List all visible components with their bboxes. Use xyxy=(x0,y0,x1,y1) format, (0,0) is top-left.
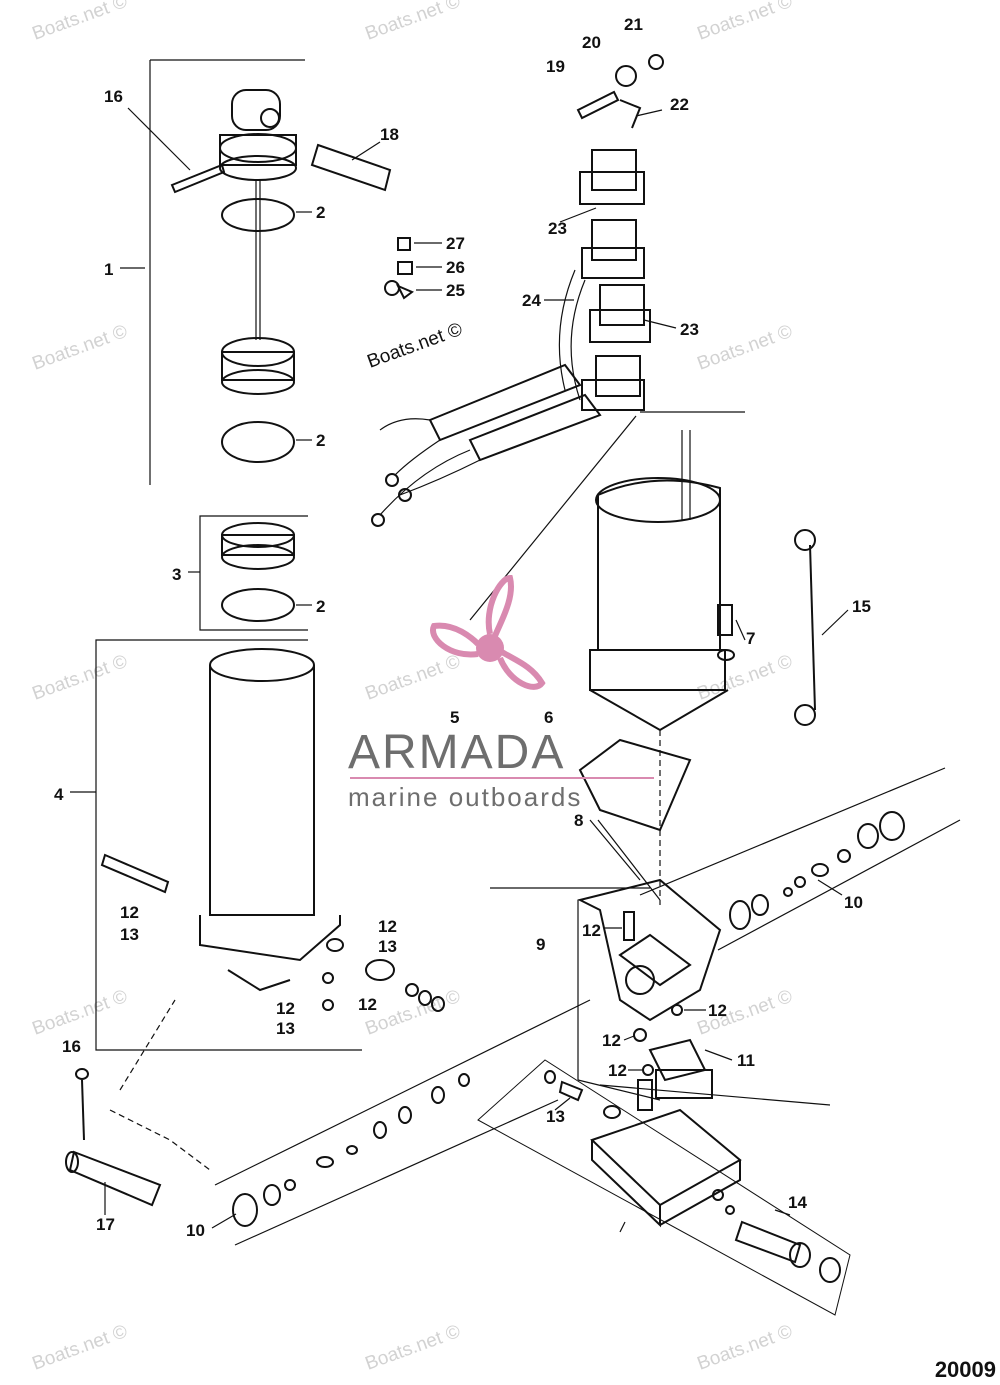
callout-label: 14 xyxy=(788,1193,807,1212)
callout-label: 12 xyxy=(276,999,295,1018)
logo-brand: ARMADA xyxy=(348,726,565,779)
callout-label: 12 xyxy=(608,1061,627,1080)
watermark: Boats.net © xyxy=(363,1321,464,1375)
solenoid-harness xyxy=(371,54,745,621)
watermark: Boats.net © xyxy=(30,986,131,1040)
callout-label: 18 xyxy=(380,125,399,144)
callout-label: 17 xyxy=(96,1215,115,1234)
valve-assembly-lower xyxy=(211,999,591,1246)
cylinder-body xyxy=(70,639,445,1051)
callout-label: 5 xyxy=(450,708,459,727)
callout-label: 1 xyxy=(104,260,113,279)
callout-label: 12 xyxy=(708,1001,727,1020)
watermark: Boats.net © xyxy=(695,0,796,45)
callout-label: 22 xyxy=(670,95,689,114)
pump-motor xyxy=(578,430,849,905)
propeller-icon xyxy=(430,574,546,690)
watermarks: Boats.net © Boats.net © Boats.net © Boat… xyxy=(30,0,796,1375)
callout-label: 10 xyxy=(186,1221,205,1240)
callout-labels: 1 2 2 3 2 4 5 6 7 8 9 10 10 11 12 13 12 … xyxy=(54,15,871,1240)
callout-label: 25 xyxy=(446,281,465,300)
piston-kit xyxy=(188,515,312,631)
callout-label: 13 xyxy=(276,1019,295,1038)
watermark: Boats.net © xyxy=(363,986,464,1040)
callout-label: 24 xyxy=(522,291,541,310)
watermark: Boats.net © xyxy=(363,651,464,705)
callout-label: 16 xyxy=(62,1037,81,1056)
callout-label: 12 xyxy=(602,1031,621,1050)
callout-label: 27 xyxy=(446,234,465,253)
logo: ARMADA marine outboards xyxy=(348,574,654,812)
watermark: Boats.net © xyxy=(30,0,131,45)
callout-label: 23 xyxy=(548,219,567,238)
callout-label: 12 xyxy=(358,995,377,1014)
diagram-number: 20009 xyxy=(934,1357,996,1382)
pivot-pin xyxy=(65,999,211,1215)
valve-assembly-upper xyxy=(639,767,961,951)
callout-label: 7 xyxy=(746,629,755,648)
callout-label: 23 xyxy=(680,320,699,339)
callout-label: 16 xyxy=(104,87,123,106)
watermark-center: Boats.net © xyxy=(365,319,466,373)
callout-label: 6 xyxy=(544,708,553,727)
callout-label: 2 xyxy=(316,597,325,616)
callout-label: 12 xyxy=(582,921,601,940)
callout-label: 12 xyxy=(120,903,139,922)
callout-label: 10 xyxy=(844,893,863,912)
pump-body xyxy=(490,878,831,1111)
callout-label: 19 xyxy=(546,57,565,76)
callout-label: 11 xyxy=(737,1051,755,1070)
watermark: Boats.net © xyxy=(30,1321,131,1375)
callout-label: 13 xyxy=(120,925,139,944)
callout-label: 13 xyxy=(378,937,397,956)
trim-cylinder-assembly xyxy=(120,59,392,485)
watermark: Boats.net © xyxy=(695,651,796,705)
callout-label: 15 xyxy=(852,597,871,616)
callout-label: 26 xyxy=(446,258,465,277)
logo-tagline: marine outboards xyxy=(348,782,582,812)
callout-label: 3 xyxy=(172,565,181,584)
callout-label: 13 xyxy=(546,1107,565,1126)
callout-label: 21 xyxy=(624,15,643,34)
manifold-plate xyxy=(477,1059,851,1316)
callout-label: 2 xyxy=(316,431,325,450)
callout-label: 9 xyxy=(536,935,545,954)
callout-label: 20 xyxy=(582,33,601,52)
watermark: Boats.net © xyxy=(30,321,131,375)
callout-label: 2 xyxy=(316,203,325,222)
callout-label: 12 xyxy=(378,917,397,936)
watermark: Boats.net © xyxy=(363,0,464,45)
watermark: Boats.net © xyxy=(695,321,796,375)
callout-label: 4 xyxy=(54,785,64,804)
callout-label: 8 xyxy=(574,811,583,830)
watermark: Boats.net © xyxy=(30,651,131,705)
watermark: Boats.net © xyxy=(695,1321,796,1375)
